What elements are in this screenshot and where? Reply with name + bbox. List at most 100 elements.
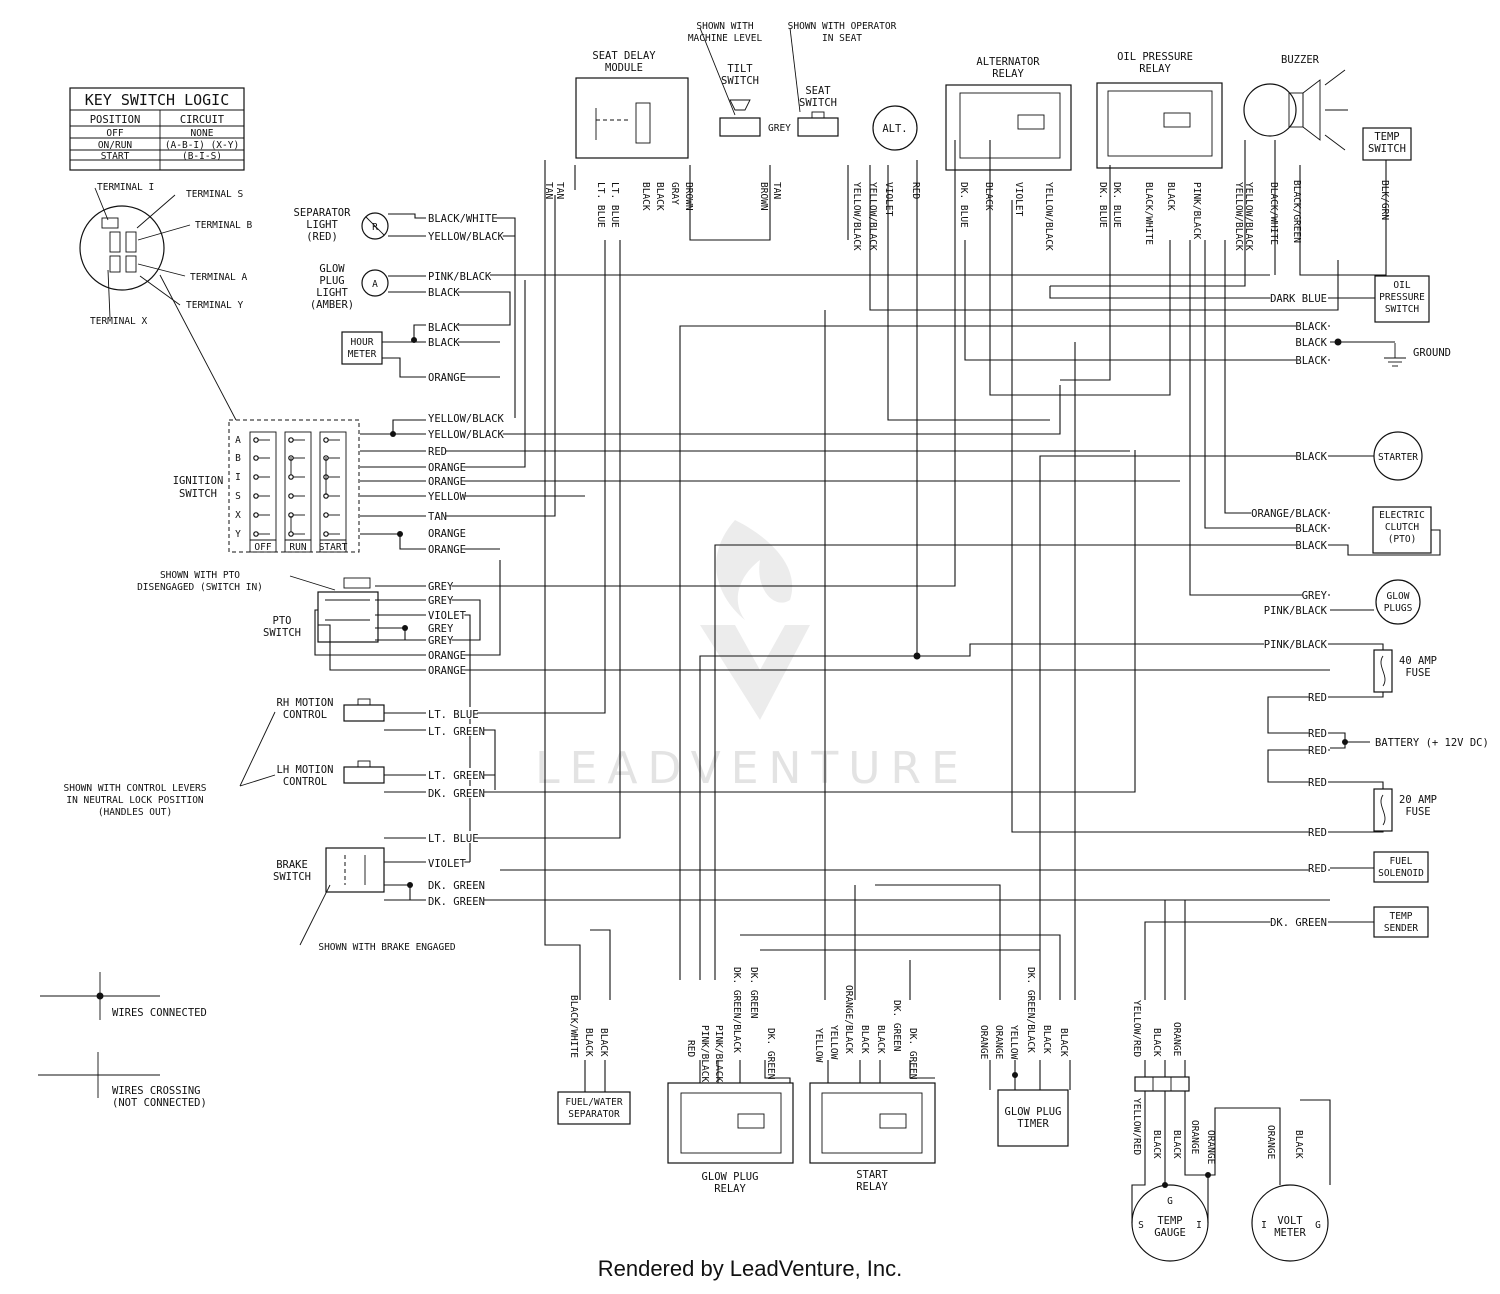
ignition-contact — [253, 437, 259, 443]
brake-note: SHOWN WITH BRAKE ENGAGED — [318, 942, 456, 953]
wire-label-bg — [1296, 335, 1328, 347]
wire-label: ORANGE/BLACK — [1251, 508, 1328, 520]
ignition-col-label: OFF — [254, 542, 271, 553]
wire-label: ORANGE — [1205, 1130, 1216, 1165]
wire-label: GREY — [428, 581, 454, 593]
svg-text:A: A — [372, 279, 378, 290]
wire-label: BLACK — [654, 182, 665, 211]
wire-label: DK. BLUE — [958, 182, 969, 228]
wire-label-bg — [426, 320, 458, 332]
wire-label: LT. BLUE — [609, 182, 620, 228]
key-logic-header: CIRCUIT — [180, 114, 225, 126]
fuel-solenoid — [1373, 851, 1429, 883]
wire-label-bg — [1308, 861, 1328, 873]
ignition-contact — [323, 437, 329, 443]
connector-block — [1134, 1076, 1190, 1092]
wire-label: ORANGE — [428, 462, 466, 474]
wire-label: DK. GREEN — [765, 1028, 776, 1080]
wire-label: DK. GREEN/BLACK — [1025, 967, 1036, 1053]
glow-plugs — [1375, 579, 1421, 625]
brake-switch — [325, 847, 385, 893]
wire-label: VIOLET — [883, 182, 894, 217]
wire-label-bg — [426, 444, 446, 456]
terminal-label: TERMINAL X — [90, 316, 147, 327]
fuse-40-amp — [1373, 649, 1393, 693]
wire-label-bg — [1308, 775, 1328, 787]
legend-connected-label: WIRES CONNECTED — [112, 1007, 207, 1019]
wire-label-bg — [426, 608, 465, 620]
wire-label: BLACK — [1151, 1028, 1162, 1057]
wire-label: BLACK — [983, 182, 994, 211]
wire-label: RED — [910, 182, 921, 199]
ignition-terminal-label: I — [235, 472, 241, 483]
wire-label-bg — [426, 370, 465, 382]
fuse-20-amp — [1373, 788, 1393, 832]
wire-label: DARK BLUE — [1270, 293, 1327, 305]
junction-dot — [96, 992, 104, 1000]
wire-label: RED — [1308, 777, 1327, 789]
lh-motion-control — [343, 760, 385, 784]
ignition-contact — [253, 493, 259, 499]
key-logic-cell: (A-B-I) (X-Y) — [165, 140, 239, 151]
wire-label-bg — [766, 121, 790, 133]
wire-label-bg — [426, 211, 497, 223]
wire-label: VIOLET — [428, 858, 467, 870]
ignition-contact — [288, 437, 294, 443]
temp-switch — [1362, 127, 1412, 161]
wire-label: BLACK — [1295, 451, 1327, 463]
wires — [314, 140, 1441, 1223]
wire-label: BROWN — [758, 182, 769, 211]
wire-label: VIOLET — [428, 610, 467, 622]
wire-label: ORANGE — [428, 528, 466, 540]
legend — [38, 972, 160, 1098]
wire-label: BLACK — [428, 337, 460, 349]
wire-label-bg — [426, 707, 478, 719]
wire-label-bg — [1302, 588, 1328, 600]
wire-label: DK. BLUE — [1097, 182, 1108, 228]
ignition-contact — [288, 531, 294, 537]
wire-label: TAN — [428, 511, 447, 523]
wire-label: BLACK — [1151, 1130, 1162, 1159]
wire-label: LT. BLUE — [428, 833, 479, 845]
gauge-terminal-label: G — [1315, 1220, 1321, 1231]
oil-pressure-relay — [1096, 82, 1223, 169]
wire-label: YELLOW/RED — [1131, 1000, 1142, 1057]
junction-dot — [913, 652, 921, 660]
wire-label: GREY — [768, 123, 791, 134]
wire-label: DK. GREEN/BLACK — [731, 967, 742, 1053]
wire-label: BLACK — [598, 1028, 609, 1057]
alternator — [872, 105, 918, 151]
wire-label-bg — [1308, 690, 1328, 702]
wire-label-bg — [1296, 449, 1328, 461]
buzzer — [1243, 69, 1348, 151]
junction-dot — [1205, 1172, 1211, 1178]
wire-label: PINK/BLACK — [1264, 605, 1328, 617]
wire-label: ORANGE — [428, 665, 466, 677]
wire-label: PINK/BLACK — [1191, 182, 1202, 239]
wire-label-bg — [426, 509, 446, 521]
ignition-contact — [323, 512, 329, 518]
wire-label: TAN — [771, 182, 782, 199]
ignition-col-label: START — [319, 542, 348, 553]
legend-crossing-label: WIRES CROSSING(NOT CONNECTED) — [112, 1085, 207, 1109]
gauge-terminal-label: I — [1196, 1220, 1202, 1231]
wire-label: BROWN — [683, 182, 694, 211]
battery-label: BATTERY (+ 12V DC) — [1375, 737, 1489, 749]
wire-label-bg — [1270, 915, 1328, 927]
wire-label: GRAY — [669, 182, 680, 205]
tilt-switch — [719, 99, 761, 137]
key-logic-cell: OFF — [106, 128, 123, 139]
